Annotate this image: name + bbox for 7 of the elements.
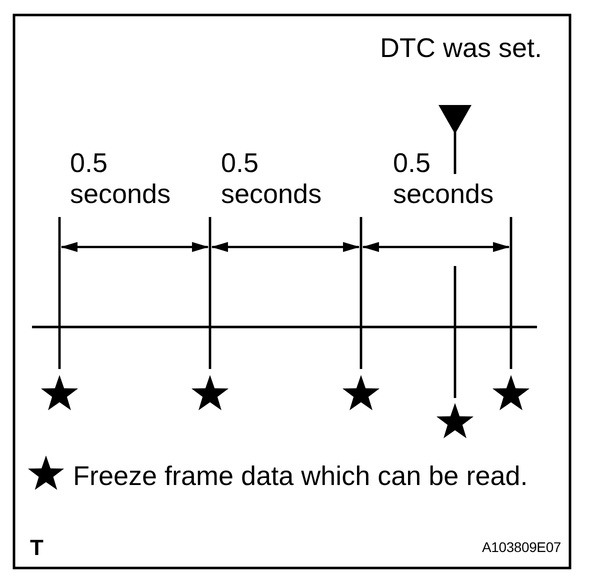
interval-label: 0.5 seconds <box>393 148 494 210</box>
legend-text: Freeze frame data which can be read. <box>73 461 528 492</box>
event-label: DTC was set. <box>380 33 542 64</box>
interval-label: 0.5 seconds <box>70 148 171 210</box>
figure-code: A103809E07 <box>482 539 561 556</box>
interval-label: 0.5 seconds <box>221 148 322 210</box>
corner-mark: T <box>30 535 44 561</box>
